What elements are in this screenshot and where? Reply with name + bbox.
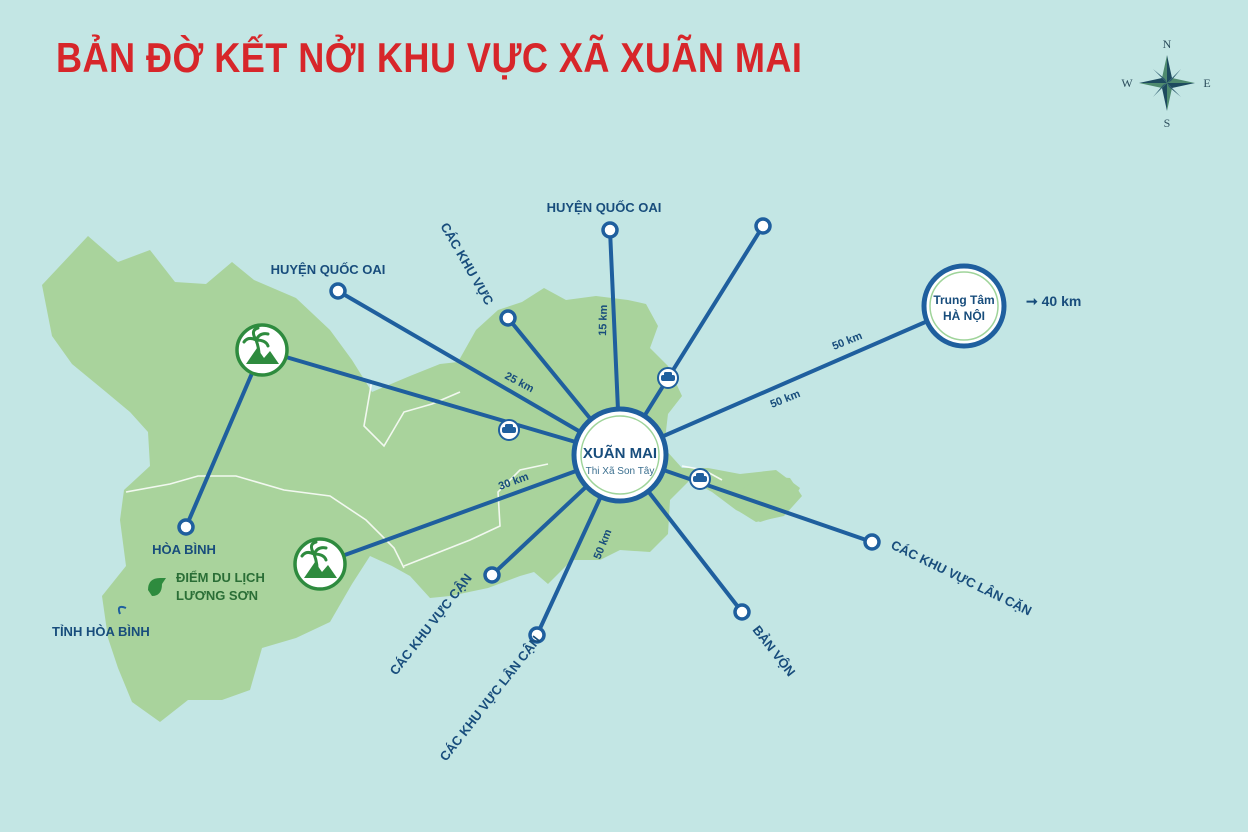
node-lan-can-bottom[interactable] (528, 626, 546, 644)
route-to-upper-poi (260, 348, 622, 457)
label-huyen-quoc-oai-left: HUYỆN QUỐC OAI (271, 262, 386, 277)
palm-tree-icon (242, 326, 270, 364)
label-huyen-quoc-oai-top: HUYỆN QUỐC OAI (547, 200, 662, 215)
curved-arrow-icon (117, 605, 127, 615)
compass-s: S (1164, 116, 1171, 130)
land-region (42, 236, 802, 722)
poi-luong-son[interactable]: ĐIỂM DU LỊCH LƯƠNG SƠN (148, 570, 265, 603)
label-tinh-hoa-binh: TỈNH HÒA BÌNH (52, 624, 150, 639)
compass-rose-icon: N S E W (1121, 37, 1210, 130)
hub-line1: Trung Tâm (933, 293, 994, 307)
center-name: XUÃN MAI (583, 444, 657, 462)
leaf-pin-icon (148, 578, 166, 596)
label-cac-khu-vuc-top: CÁC KHU VỰC (437, 220, 496, 308)
node-huyen-quoc-oai-left[interactable] (329, 282, 347, 300)
label-ban-von: BẢN VỘN (750, 623, 799, 679)
center-xuan-mai[interactable]: XUÃN MAI Thi Xã Son Tây (571, 406, 669, 504)
poi-upper[interactable] (235, 323, 289, 377)
mountain-icon (304, 562, 337, 578)
label-cac-khu-vuc-lan-can-bottom: CÁC KHU VỰC LÂN CẬN (437, 633, 544, 764)
route-to-huyen-quoc-oai-left (336, 289, 622, 457)
label-diem-du-lich: ĐIỂM DU LỊCH (176, 570, 265, 585)
label-luong-son: LƯƠNG SƠN (176, 588, 258, 603)
mountain-icon (246, 348, 279, 364)
node-ban-von[interactable] (733, 603, 751, 621)
node-khu-vuc-can[interactable] (483, 566, 501, 584)
route-poi-to-hoa-binh (184, 348, 264, 529)
node-cac-khu-vuc-top[interactable] (499, 309, 517, 327)
distance-15km: 15 km (597, 304, 610, 336)
palm-tree-icon (300, 540, 328, 578)
distance-50km-hub-b: 50 km (769, 388, 803, 411)
node-northeast[interactable] (754, 217, 772, 235)
node-hoa-binh[interactable] (177, 518, 195, 536)
compass-n: N (1163, 37, 1172, 51)
hub-ha-noi[interactable]: Trung Tâm HÀ NỘI (921, 263, 1007, 349)
center-subtitle: Thi Xã Son Tây (586, 466, 655, 477)
western-landmass (42, 236, 800, 722)
route-to-ha-noi (618, 318, 932, 457)
page-title: BẢN ĐỜ KẾT NỞI KHU VỰC XÃ XUÃN MAI (56, 34, 803, 81)
hub-line2: HÀ NỘI (943, 308, 985, 323)
route-nodes (177, 217, 881, 644)
compass-w: W (1121, 76, 1133, 90)
car-icons (498, 367, 711, 490)
poi-lower[interactable] (293, 537, 347, 591)
compass-e: E (1203, 76, 1210, 90)
car-icon (498, 419, 520, 441)
hub-arrow-label: ➞ 40 km (1026, 293, 1081, 309)
car-icon (689, 468, 711, 490)
car-icon (657, 367, 679, 389)
label-cac-khu-vuc-lan-can-right: CÁC KHU VỰC LÂN CẶN (889, 537, 1034, 618)
route-to-lower-poi (318, 453, 622, 566)
node-huyen-quoc-oai-top[interactable] (601, 221, 619, 239)
label-hoa-binh: HÒA BÌNH (152, 542, 216, 557)
node-lan-can-right[interactable] (863, 533, 881, 551)
